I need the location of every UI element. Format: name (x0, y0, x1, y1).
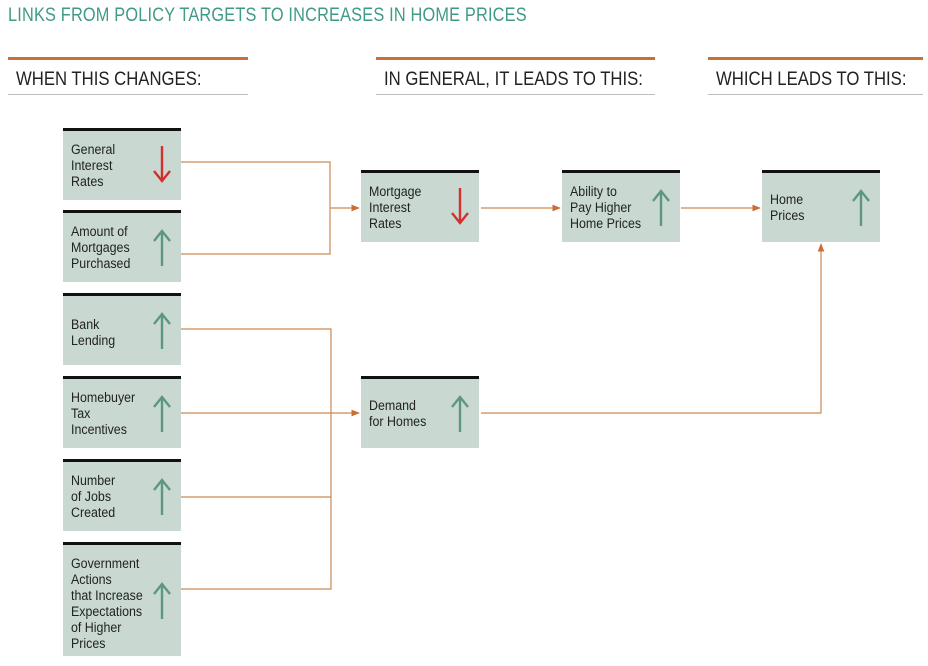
box-general-interest-rates: General Interest Rates (63, 128, 181, 200)
box-amount-of-mortgages: Amount of Mortgages Purchased (63, 210, 181, 282)
arrow-up-icon (153, 312, 171, 349)
column-header-effects-label: IN GENERAL, IT LEADS TO THIS: (384, 69, 643, 90)
arrow-down-icon (153, 146, 171, 183)
box-government-actions: Government Actions that Increase Expecta… (63, 542, 181, 656)
arrow-up-icon (153, 395, 171, 432)
arrow-up-icon (153, 582, 171, 619)
column-header-causes-label: WHEN THIS CHANGES: (16, 69, 202, 90)
box-bank-lending: Bank Lending (63, 293, 181, 365)
arrow-down-icon (451, 188, 469, 225)
column-header-outcome-label: WHICH LEADS TO THIS: (716, 69, 907, 90)
box-label: Number of Jobs Created (71, 473, 116, 520)
connector-interest-rates (181, 161, 331, 255)
box-label: Mortgage Interest Rates (369, 184, 422, 231)
arrow-up-icon (153, 229, 171, 266)
column-header-causes: WHEN THIS CHANGES: (8, 57, 248, 95)
box-homebuyer-tax-incentives: Homebuyer Tax Incentives (63, 376, 181, 448)
box-demand-for-homes: Demand for Homes (361, 376, 479, 448)
box-number-of-jobs: Number of Jobs Created (63, 459, 181, 531)
diagram-title: LINKS FROM POLICY TARGETS TO INCREASES I… (8, 5, 527, 26)
box-label: Homebuyer Tax Incentives (71, 390, 136, 437)
box-mortgage-interest-rates: Mortgage Interest Rates (361, 170, 479, 242)
arrow-up-icon (451, 395, 469, 432)
arrow-up-icon (153, 478, 171, 515)
column-header-outcome: WHICH LEADS TO THIS: (708, 57, 923, 95)
arrow-up-icon (852, 189, 870, 226)
box-label: Amount of Mortgages Purchased (71, 224, 131, 271)
box-ability-to-pay: Ability to Pay Higher Home Prices (562, 170, 680, 242)
box-label: General Interest Rates (71, 142, 116, 189)
box-home-prices: Home Prices (762, 170, 880, 242)
box-label: Home Prices (770, 192, 805, 223)
connector-demand-to-home-prices (481, 243, 825, 414)
arrow-up-icon (652, 189, 670, 226)
column-header-effects: IN GENERAL, IT LEADS TO THIS: (376, 57, 655, 95)
box-label: Bank Lending (71, 317, 116, 348)
box-label: Demand for Homes (369, 398, 427, 429)
box-label: Ability to Pay Higher Home Prices (570, 184, 642, 231)
connector-demand-group (181, 328, 332, 590)
box-label: Government Actions that Increase Expecta… (71, 556, 143, 651)
